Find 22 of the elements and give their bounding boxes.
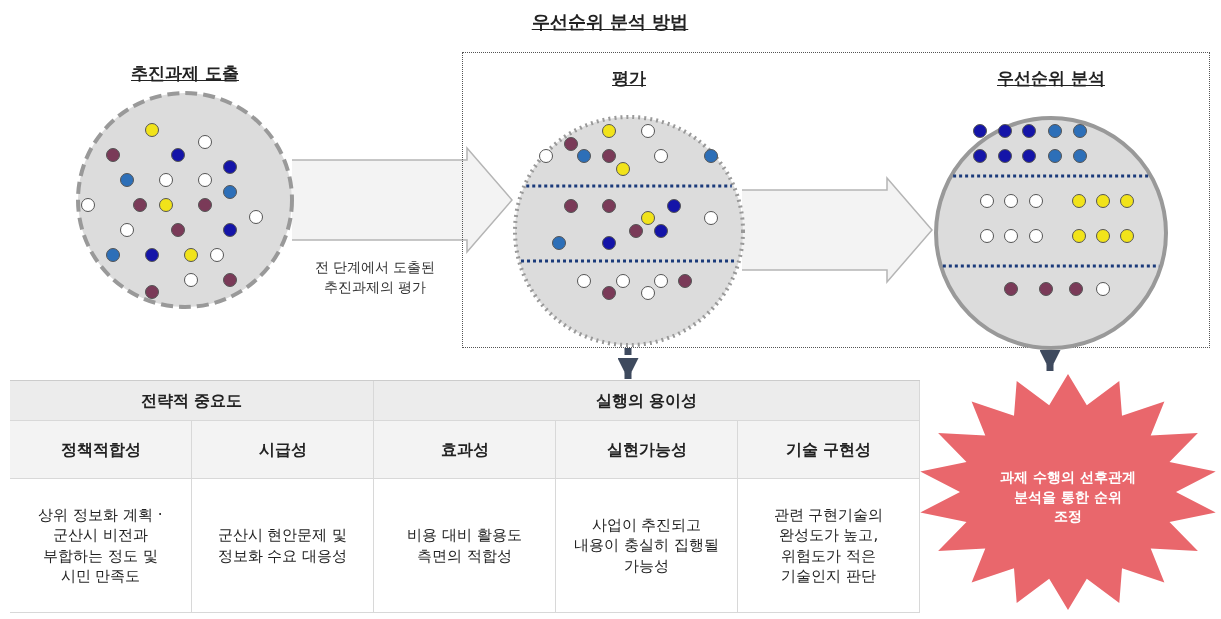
column-header: 기술 구현성 (738, 421, 920, 479)
column-header: 실현가능성 (556, 421, 738, 479)
table-cell: 사업이 추진되고 내용이 충실히 집행될 가능성 (556, 479, 738, 613)
column-header: 실행의 용이성 (374, 381, 920, 421)
table-cell: 관련 구현기술의 완성도가 높고, 위험도가 적은 기술인지 판단 (738, 479, 920, 613)
column-header: 전략적 중요도 (10, 381, 374, 421)
diagram-title: 우선순위 분석 방법 (530, 10, 690, 34)
dotted-frame (462, 52, 1210, 348)
table-cell: 비용 대비 활용도 측면의 적합성 (374, 479, 556, 613)
table-cell: 군산시 현안문제 및 정보화 수요 대응성 (192, 479, 374, 613)
note-text: 전 단계에서 도출된 추진과제의 평가 (313, 258, 437, 297)
block-arrow (741, 176, 933, 284)
block-arrow (291, 146, 513, 254)
section-heading: 추진과제 도출 (130, 62, 240, 85)
starburst-text: 과제 수행의 선후관계 분석을 통한 순위 조정 (999, 468, 1137, 527)
evaluation-table (10, 380, 920, 613)
column-header: 시급성 (192, 421, 374, 479)
column-header: 효과성 (374, 421, 556, 479)
section-heading: 우선순위 분석 (996, 67, 1106, 90)
column-header: 정책적합성 (10, 421, 192, 479)
table-cell: 상위 정보화 계획 · 군산시 비전과 부합하는 정도 및 시민 만족도 (10, 479, 192, 613)
section-heading: 평가 (611, 67, 647, 90)
